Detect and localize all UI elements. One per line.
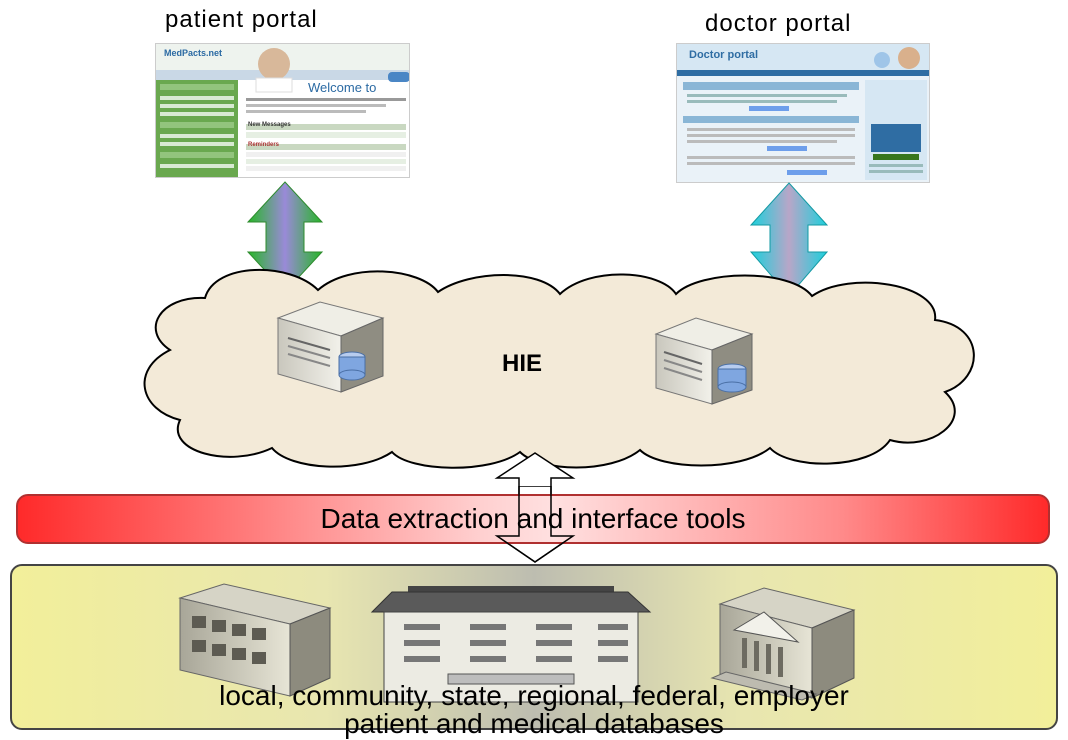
databases-line-1: local, community, state, regional, feder…	[219, 680, 849, 711]
patient-portal-reminders: Reminders	[248, 142, 280, 148]
hie-cloud	[143, 268, 975, 469]
patient-portal-new-messages: New Messages	[248, 122, 291, 128]
office-building-icon	[178, 583, 332, 697]
data-extraction-tools-bar: Data extraction and interface tools	[16, 494, 1050, 544]
hie-server-right-icon	[654, 317, 754, 405]
databases-line-2: patient and medical databases	[344, 708, 724, 739]
hie-database-arrow-overlay	[494, 486, 576, 563]
data-extraction-tools-label: Data extraction and interface tools	[320, 503, 746, 534]
patient-portal-welcome: Welcome to	[308, 80, 377, 95]
patient-portal-brand: MedPacts.net	[164, 48, 223, 58]
doctor-portal-title: doctor portal	[705, 10, 852, 37]
databases-box: local, community, state, regional, feder…	[10, 564, 1058, 739]
doctor-portal-screenshot: Doctor portal	[676, 43, 930, 183]
hie-label: HIE	[502, 350, 543, 377]
hospital-building-icon	[370, 586, 652, 703]
patient-portal-title: patient portal	[165, 6, 318, 33]
patient-portal-screenshot: MedPacts.net Welcome to New Messages Rem…	[155, 43, 410, 178]
government-building-icon	[710, 587, 856, 701]
doctor-portal-brand: Doctor portal	[689, 49, 759, 61]
hie-server-left-icon	[276, 301, 385, 393]
